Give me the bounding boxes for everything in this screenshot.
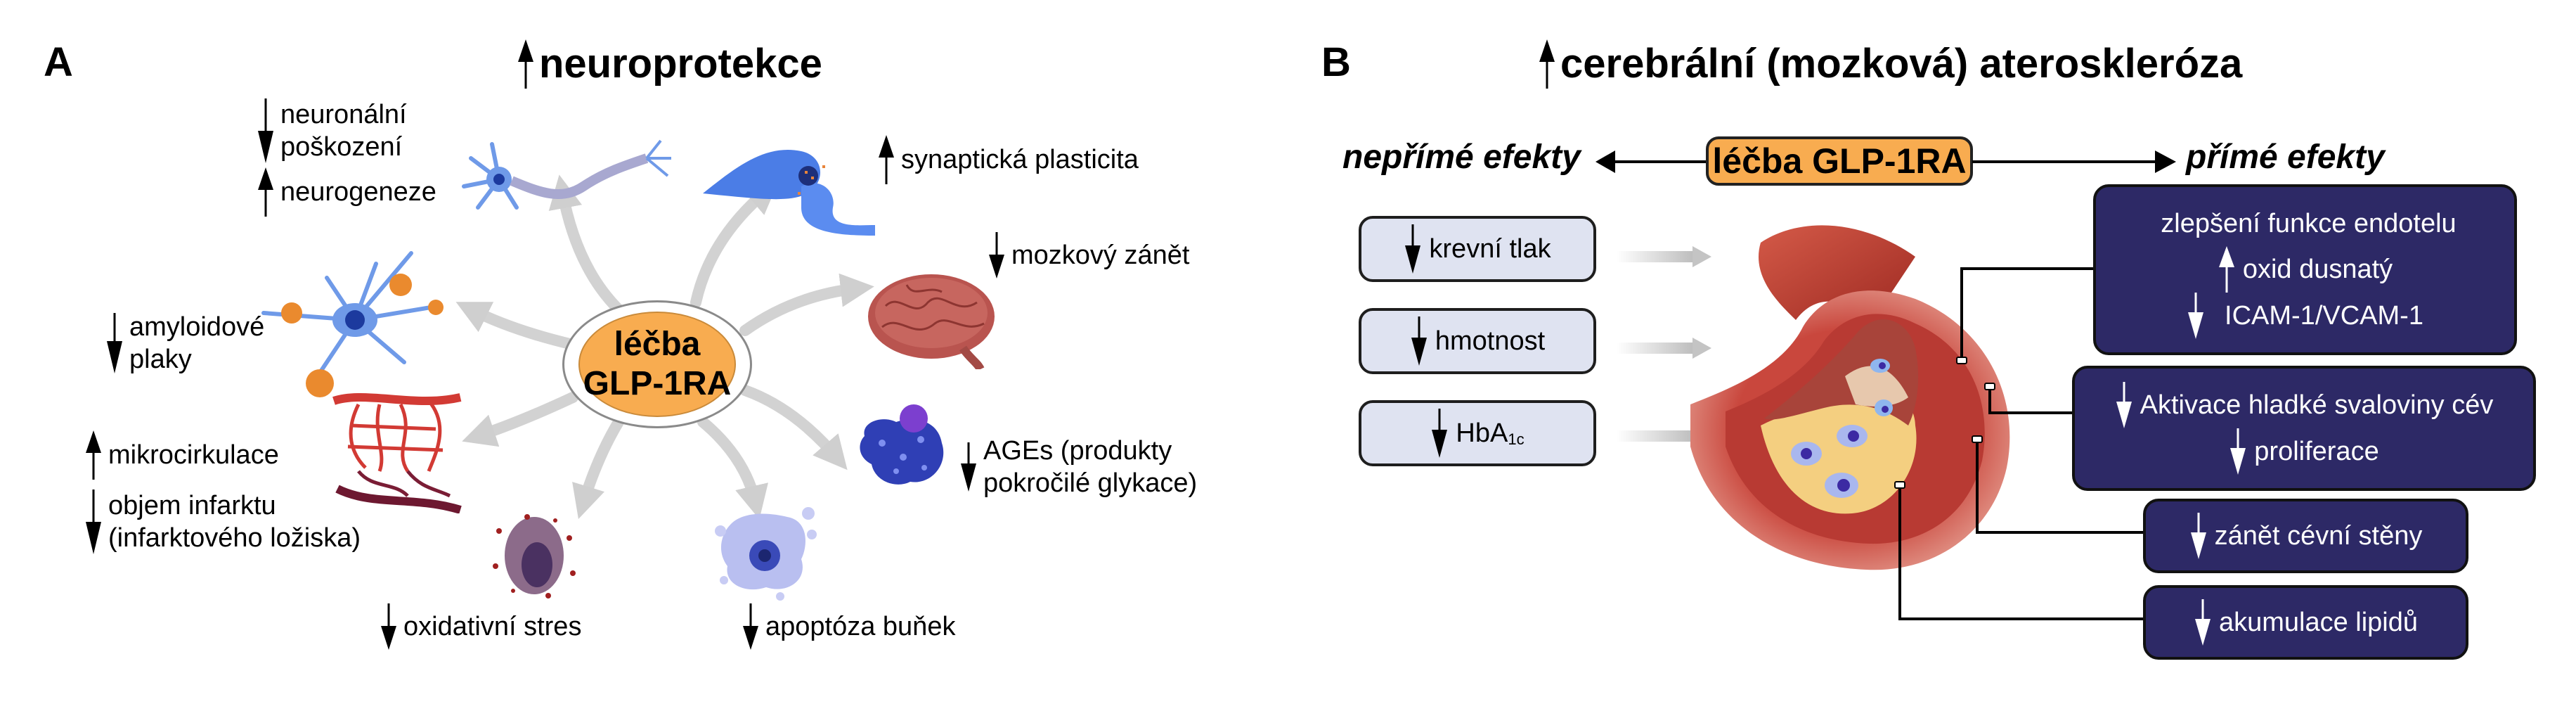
direct-effect-smooth-muscle: Aktivace hladké svaloviny cév proliferac… <box>2072 366 2536 491</box>
panel-b-title-text: cerebrální (mozková) ateroskleróza <box>1560 41 2243 87</box>
panel-b-title: cerebrální (mozková) ateroskleróza <box>1538 39 2242 89</box>
down-arrow-icon <box>257 98 275 163</box>
down-arrow-icon <box>988 232 1006 279</box>
radiating-arrows <box>455 174 874 520</box>
right-arrow-icon <box>1972 151 2176 173</box>
direct-effect-endothelium: zlepšení funkce endotelu oxid dusnatý IC… <box>2093 184 2517 355</box>
up-arrow-icon <box>2218 245 2236 293</box>
down-arrow-icon <box>1430 409 1449 458</box>
effect-brain-inflammation: mozkový zánět <box>988 232 1189 279</box>
capillary-network-icon <box>332 393 462 513</box>
down-arrow-icon <box>2187 292 2205 339</box>
apoptotic-cell-icon <box>715 507 817 601</box>
treatment-center: léčba GLP-1RA <box>578 312 736 417</box>
arrow-to-amyloid <box>455 302 578 350</box>
artery-cross-section-icon <box>1690 225 2010 570</box>
down-arrow-icon <box>84 489 103 554</box>
connector-lipids <box>1898 485 2143 620</box>
down-arrow-icon <box>1410 316 1428 366</box>
up-arrow-icon <box>84 430 103 480</box>
synapse-icon <box>703 150 875 236</box>
effect-neurogenesis: neurogeneze <box>257 167 436 217</box>
effect-infarct-volume: objem infarktu(infarktového ložiska) <box>84 489 361 554</box>
arrow-to-brain <box>739 273 874 336</box>
up-arrow-icon <box>1538 39 1556 89</box>
connector-wall-inflammation <box>1976 440 2143 534</box>
effect-cell-apoptosis: apoptóza buňek <box>742 603 955 650</box>
connector-endothelium <box>1960 267 2093 361</box>
effect-microcirculation: mikrocirkulace <box>84 430 279 480</box>
down-arrow-icon <box>2115 382 2133 428</box>
down-arrow-icon <box>2229 428 2247 475</box>
panel-b-letter: B <box>1321 39 1351 85</box>
treatment-box: léčba GLP-1RA <box>1706 136 1973 186</box>
stressed-cell-icon <box>493 514 576 599</box>
brain-icon <box>868 274 995 369</box>
effect-synaptic-plasticity: synaptická plasticita <box>877 135 1139 184</box>
indirect-effect-hba1c: HbA1c <box>1359 400 1596 466</box>
treatment-line2: GLP-1RA <box>583 365 732 402</box>
arrow-to-oxidative <box>572 416 624 519</box>
panel-a-title: neuroprotekce <box>517 39 822 89</box>
arrow-to-synapse <box>690 180 779 308</box>
grey-arrow <box>1617 246 1711 267</box>
panel-a-title-text: neuroprotekce <box>539 41 822 87</box>
up-arrow-icon <box>257 167 275 217</box>
down-arrow-icon <box>105 313 124 373</box>
down-arrow-icon <box>742 603 760 650</box>
up-arrow-icon <box>517 39 535 89</box>
protein-molecule-icon <box>860 404 944 485</box>
neuron-icon <box>462 139 671 210</box>
down-arrow-icon <box>959 442 978 492</box>
down-arrow-icon <box>380 603 398 650</box>
direct-effects-label: přímé efekty <box>2186 139 2385 176</box>
direct-effect-wall-inflammation: zánět cévní stěny <box>2143 499 2468 573</box>
connector-lines <box>1894 267 2143 620</box>
panel-a-letter: A <box>44 39 73 85</box>
connector-smooth-muscle <box>1988 387 2073 414</box>
indirect-effect-blood-pressure: krevní tlak <box>1359 216 1596 282</box>
indirect-effect-weight: hmotnost <box>1359 308 1596 374</box>
arrow-to-apoptosis <box>697 416 768 520</box>
arrow-to-capillary <box>462 392 578 447</box>
direct-effect-lipid-accumulation: akumulace lipidů <box>2143 585 2468 660</box>
arrow-to-neuron <box>548 174 624 315</box>
down-arrow-icon <box>2194 599 2212 646</box>
grey-arrow <box>1617 338 1711 359</box>
left-arrow-icon <box>1596 151 1711 173</box>
treatment-line1: léčba <box>614 326 701 363</box>
indirect-effects-label: nepřímé efekty <box>1342 139 1581 176</box>
arrow-to-ages <box>739 385 848 471</box>
up-arrow-icon <box>877 135 895 184</box>
effect-oxidative-stress: oxidativní stres <box>380 603 581 650</box>
down-arrow-icon <box>1404 224 1422 274</box>
neuron-with-plaques-icon <box>261 251 444 397</box>
down-arrow-icon <box>2189 513 2208 559</box>
